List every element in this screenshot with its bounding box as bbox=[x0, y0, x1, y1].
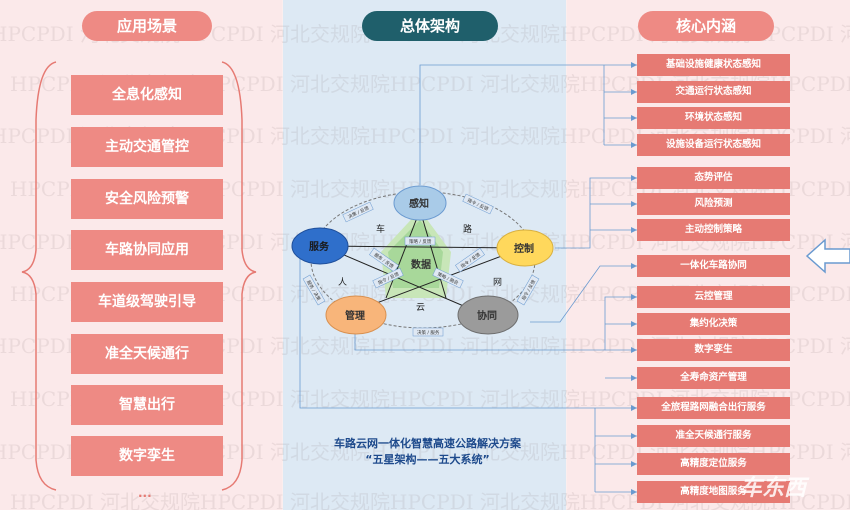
cloud-char: 路 bbox=[463, 223, 472, 235]
cloud-char: 车 bbox=[376, 223, 385, 235]
cloud-char: 人 bbox=[338, 277, 347, 288]
node-service: 服务 bbox=[291, 227, 349, 265]
cloud-char: 网 bbox=[493, 277, 502, 288]
scenario-box: 准全天候通行 bbox=[71, 334, 223, 374]
data-label: 数据 bbox=[411, 258, 431, 271]
left-brace-lines bbox=[21, 61, 257, 491]
svg-text:服务: 服务 bbox=[309, 240, 330, 253]
scenario-box: 安全风险预警 bbox=[71, 179, 223, 219]
core-item: 准全天候通行服务 bbox=[637, 425, 790, 447]
scenario-box: 车道级驾驶引导 bbox=[71, 282, 223, 322]
scenario-box: 主动交通管控 bbox=[71, 127, 223, 167]
svg-text:感知: 感知 bbox=[409, 197, 429, 210]
scenario-box: 数字孪生 bbox=[71, 436, 223, 476]
core-item: 高精度地图服务 bbox=[637, 481, 790, 503]
link-label: 决策 / 服务 bbox=[417, 329, 440, 336]
left-section-title: 应用场景 bbox=[82, 11, 212, 41]
logo: 车东西 bbox=[740, 476, 807, 501]
architecture-diagram: 决策 / 反馈 指令 / 反馈 策略 / 反馈 指令 / 反馈 决策 / 服务 … bbox=[291, 185, 554, 337]
node-collaboration: 协同 bbox=[457, 295, 519, 335]
core-item: 云控管理 bbox=[637, 286, 790, 308]
svg-text:控制: 控制 bbox=[514, 242, 534, 255]
node-perception: 感知 bbox=[393, 185, 447, 221]
right-section-title: 核心内涵 bbox=[638, 11, 774, 41]
core-item: 基础设施健康状态感知 bbox=[637, 54, 790, 76]
core-item: 态势评估 bbox=[637, 167, 790, 189]
scenarios-ellipsis: ... bbox=[138, 486, 152, 500]
cloud-char: 云 bbox=[416, 303, 425, 313]
scenario-box: 全息化感知 bbox=[71, 75, 223, 115]
core-item: 设施设备运行状态感知 bbox=[637, 134, 790, 156]
core-item: 一体化车路协同 bbox=[637, 255, 790, 277]
node-management: 管理 bbox=[325, 295, 387, 335]
core-item: 全寿命资产管理 bbox=[637, 367, 790, 389]
node-control: 控制 bbox=[496, 229, 554, 267]
caption-title: 车路云网一体化智慧高速公路解决方案 bbox=[334, 437, 521, 450]
left-arrow-icon bbox=[805, 238, 850, 274]
core-item: 主动控制策略 bbox=[637, 219, 790, 241]
core-item: 交通运行状态感知 bbox=[637, 81, 790, 103]
core-item: 风险预测 bbox=[637, 193, 790, 215]
core-item: 全旅程路网融合出行服务 bbox=[637, 397, 790, 419]
svg-text:管理: 管理 bbox=[345, 309, 365, 322]
core-item: 集约化决策 bbox=[637, 313, 790, 335]
svg-text:协同: 协同 bbox=[477, 309, 497, 322]
link-label: 策略 / 反馈 bbox=[409, 238, 432, 245]
core-item: 高精度定位服务 bbox=[637, 453, 790, 475]
middle-section-title: 总体架构 bbox=[362, 11, 498, 41]
scenario-box: 智慧出行 bbox=[71, 385, 223, 425]
scenario-box: 车路协同应用 bbox=[71, 230, 223, 270]
core-item: 环境状态感知 bbox=[637, 107, 790, 129]
core-item: 数字孪生 bbox=[637, 339, 790, 361]
caption-subtitle: “五星架构——五大系统” bbox=[365, 453, 490, 466]
